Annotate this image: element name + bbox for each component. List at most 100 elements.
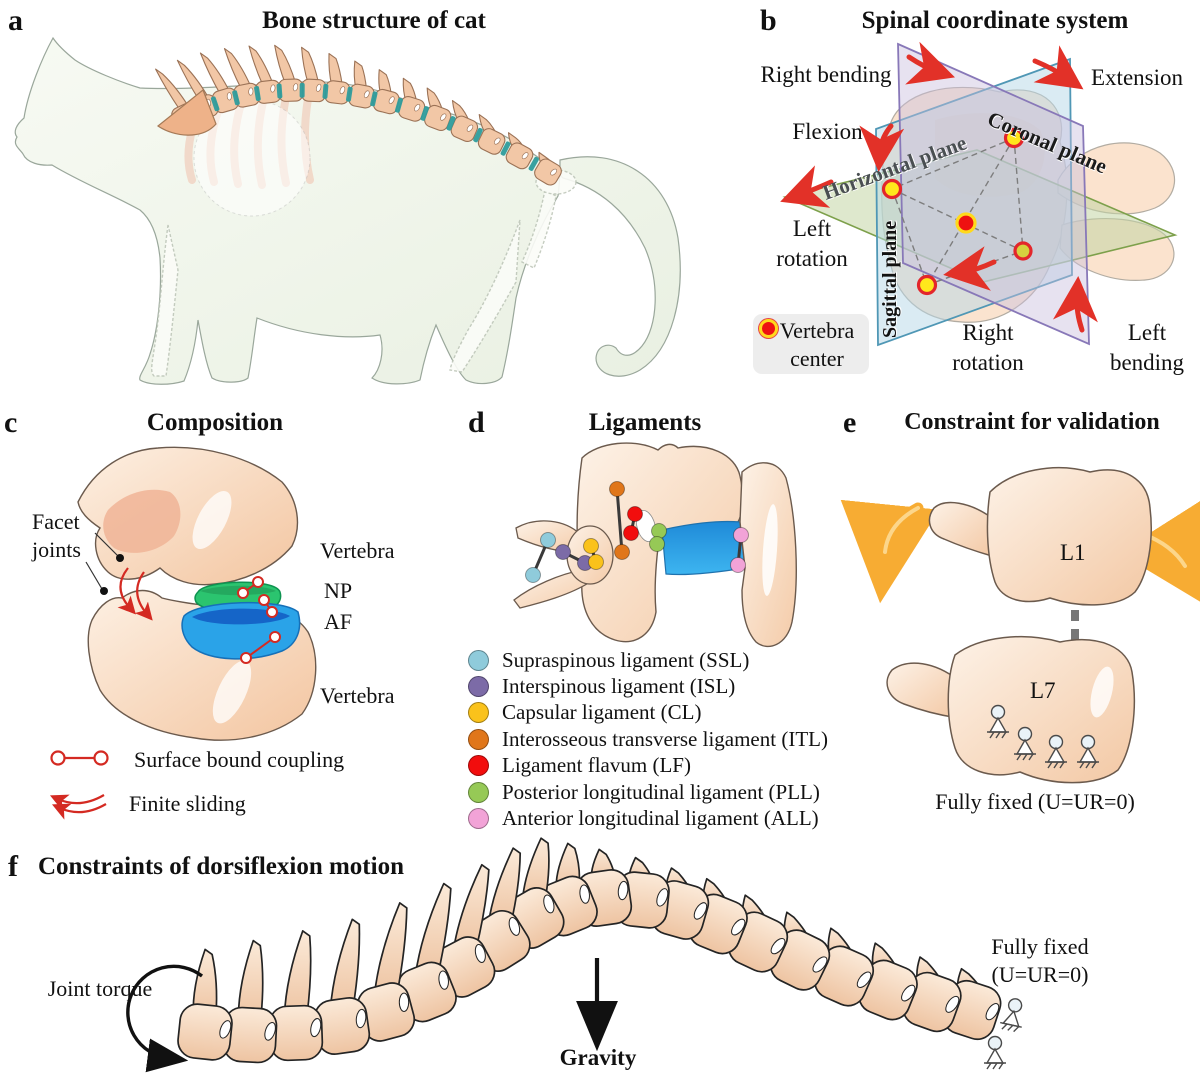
af-label: AF: [324, 609, 353, 634]
panel-letter-f: f: [8, 850, 18, 883]
cat-skeleton-illustration: [14, 36, 681, 385]
flexion-label: Flexion: [792, 119, 863, 144]
legend-item-cl: Capsular ligament (CL): [468, 700, 840, 726]
left-rotation-label: Left rotation: [776, 216, 848, 271]
panel-letter-c: c: [4, 406, 18, 439]
right-bending-label: Right bending: [760, 62, 892, 87]
all-dot: [733, 527, 749, 543]
scapula: [156, 89, 217, 136]
spinal-coordinate-diagram: Coronal plane Horizontal plane Sagittal …: [780, 41, 1178, 347]
extension-arrow-icon: [1032, 45, 1084, 90]
legend-item-ssl: Supraspinous ligament (SSL): [468, 647, 840, 673]
sagittal-plane-label: Sagittal plane: [879, 221, 901, 338]
isl-dot: [555, 544, 571, 560]
panel-letter-b: b: [760, 4, 777, 37]
panel-c-title: Composition: [146, 409, 284, 436]
ssl-legend-dot-icon: [468, 649, 489, 671]
itl-dot: [614, 544, 630, 560]
lf-dot: [627, 506, 643, 522]
lf-legend-dot-icon: [468, 755, 489, 777]
ligaments-illustration: [513, 442, 797, 648]
composition-illustration: [49, 446, 317, 820]
vertebra-upper-shading: [103, 489, 181, 553]
vertebra-center-dot: [881, 178, 903, 200]
l7-label: L7: [1030, 678, 1056, 703]
pll-legend-dot-icon: [468, 781, 489, 803]
legend-item-itl: Interosseous transverse ligament (ITL): [468, 726, 840, 752]
left-rotation-arrow-icon: [780, 165, 834, 208]
facet-joint-markers: [85, 532, 124, 595]
itl-legend-dot-icon: [468, 728, 489, 750]
pin-supports: [987, 704, 1099, 769]
lf-dot: [623, 525, 639, 541]
vertebra-center-dot: [1003, 127, 1025, 149]
cl-dot: [583, 538, 599, 554]
vertebra-center-dot: [1013, 241, 1033, 261]
legend-item-isl: Interspinous ligament (ISL): [468, 673, 840, 699]
vertebra-upper-highlight: [192, 490, 232, 550]
all-legend-dot-icon: [468, 808, 489, 830]
cl-dot: [588, 554, 604, 570]
panel-f-title: Constraints of dorsiflexion motion: [38, 853, 404, 880]
right-bending-arrow-icon: [905, 41, 955, 85]
panel-d-title: Ligaments: [588, 409, 702, 436]
vertebra-bottom-label: Vertebra: [320, 683, 395, 708]
np-label: NP: [324, 578, 353, 603]
pin-support-icon: [1045, 734, 1067, 769]
fully-fixed-label-f: Fully fixed (U=UR=0): [991, 934, 1089, 988]
vertebra-center-dot-main: [955, 212, 977, 234]
joint-torque-arrow-icon: [126, 964, 204, 1073]
rotation-arrows: [780, 41, 1098, 333]
left-bending-label: Left bending: [1109, 320, 1185, 375]
ssl-dot: [540, 532, 556, 548]
ligament-dots: [525, 481, 749, 583]
left-bending-arrow-icon: [1052, 276, 1098, 333]
ligament-legend: Supraspinous ligament (SSL) Interspinous…: [468, 647, 840, 832]
pin-support-icon: [1014, 726, 1036, 761]
l7-vertebra: [886, 635, 1136, 784]
ssl-dot: [525, 567, 541, 583]
itl-dot: [609, 481, 625, 497]
extension-label: Extension: [1091, 65, 1183, 90]
surface-bound-coupling-label: Surface bound coupling: [134, 747, 345, 772]
right-rotation-arrow-icon: [943, 246, 997, 291]
validation-constraint-illustration: [840, 467, 1200, 784]
right-rotation-label: Right rotation: [952, 320, 1024, 375]
panel-b-title: Spinal coordinate system: [861, 7, 1129, 34]
legend-item-pll: Posterior longitudinal ligament (PLL): [468, 779, 840, 805]
vertebra-left-processes: [513, 520, 614, 609]
vertebra-lower-highlight: [212, 660, 252, 724]
all-dot: [730, 557, 746, 573]
vertebra-center-legend-dot-icon: [759, 319, 778, 338]
fully-fixed-label-e: Fully fixed (U=UR=0): [935, 789, 1135, 814]
dorsiflexion-spine-illustration: [126, 837, 1023, 1073]
vertebra-center-dot: [916, 274, 938, 296]
vertebra-right-highlight: [762, 504, 778, 596]
l1-vertebra: [928, 467, 1152, 606]
pll-dot: [651, 523, 667, 539]
pin-support-icon: [987, 704, 1009, 739]
vertebra-center-legend: Vertebra center: [753, 314, 869, 374]
pll-dot: [649, 536, 665, 552]
finite-sliding-icon: [49, 794, 107, 820]
vertebra-center-dots: [881, 127, 1033, 296]
panel-e-title: Constraint for validation: [904, 409, 1160, 435]
cl-legend-dot-icon: [468, 702, 489, 724]
pin-support-icon: [984, 1035, 1006, 1070]
legend-item-lf: Ligament flavum (LF): [468, 753, 840, 779]
surface-bound-couplings: [237, 576, 281, 664]
panel-a-title: Bone structure of cat: [262, 7, 486, 34]
pin-support-icon: [1077, 734, 1099, 769]
gravity-label: Gravity: [559, 1045, 637, 1070]
isl-legend-dot-icon: [468, 676, 489, 698]
pin-supports-f: [984, 998, 1023, 1070]
facet-joints-label: Facet joints: [32, 509, 81, 563]
flexion-arrow-icon: [859, 123, 905, 172]
af-disc: [181, 601, 301, 660]
l1-label: L1: [1060, 540, 1086, 565]
vertebra-top-label: Vertebra: [320, 538, 395, 563]
finite-sliding-label: Finite sliding: [129, 791, 246, 816]
dorsiflexed-spine: [177, 837, 1002, 1064]
joint-torque-label: Joint torque: [47, 976, 153, 1001]
